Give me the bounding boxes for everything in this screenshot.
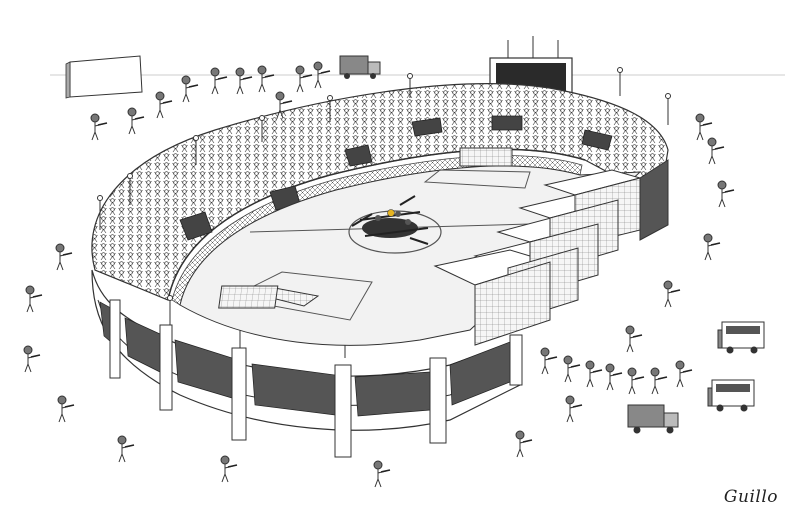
soldier-figure xyxy=(565,395,583,423)
soldier-figure xyxy=(675,360,693,388)
artist-signature: Guillo xyxy=(723,487,778,507)
stand-tunnels xyxy=(179,115,613,241)
stadium-stands xyxy=(91,67,671,358)
right-stand-blocks xyxy=(433,159,669,346)
soldier-figure xyxy=(23,345,41,373)
soldier-figure xyxy=(235,67,253,95)
soldier-figure xyxy=(295,65,313,93)
soldier-figure xyxy=(585,360,603,388)
soldier-figure xyxy=(313,61,331,89)
soldier-figure xyxy=(117,435,135,463)
soldier-figure xyxy=(625,325,643,353)
stadium-outer-wall xyxy=(91,269,523,458)
center-circle xyxy=(348,210,442,254)
soldier-figure xyxy=(627,367,645,395)
soldier-figure xyxy=(663,280,681,308)
wall-shadow-panels xyxy=(99,301,511,417)
soldier-figure xyxy=(220,455,238,483)
soldier-figure xyxy=(373,460,391,488)
soldier-figure xyxy=(127,107,145,135)
soldier-figure xyxy=(717,180,735,208)
soldier-figure xyxy=(155,91,173,119)
goal-near xyxy=(218,285,320,309)
soldier-figure xyxy=(695,113,713,141)
soldiers xyxy=(23,61,735,488)
gold-trophy-icon xyxy=(387,209,395,217)
soldier-figure xyxy=(55,243,73,271)
soldier-figure xyxy=(257,65,275,93)
soldier-figure xyxy=(210,67,228,95)
soldier-figure xyxy=(605,363,623,391)
soldier-figure xyxy=(563,355,581,383)
center-figures xyxy=(351,195,429,245)
soldier-figure xyxy=(181,75,199,103)
army-truck-far xyxy=(339,55,381,79)
army-truck-near xyxy=(627,404,679,434)
soldier-figure xyxy=(703,233,721,261)
soldier-figure xyxy=(25,285,43,313)
soldier-figure xyxy=(650,367,668,395)
penalty-box-near xyxy=(228,271,373,321)
football-pitch xyxy=(179,147,642,346)
goal-far xyxy=(459,147,513,167)
far-wall xyxy=(65,55,143,99)
wall-pillars xyxy=(109,299,523,458)
soldier-figure xyxy=(707,137,725,165)
soldier-figure xyxy=(540,347,558,375)
army-bus-2 xyxy=(707,379,755,412)
soldier-figure xyxy=(275,91,293,119)
soldier-figure xyxy=(515,430,533,458)
soldier-figure xyxy=(57,395,75,423)
penalty-box-far xyxy=(423,169,531,189)
army-bus-1 xyxy=(717,321,765,354)
soldier-figure xyxy=(90,113,108,141)
